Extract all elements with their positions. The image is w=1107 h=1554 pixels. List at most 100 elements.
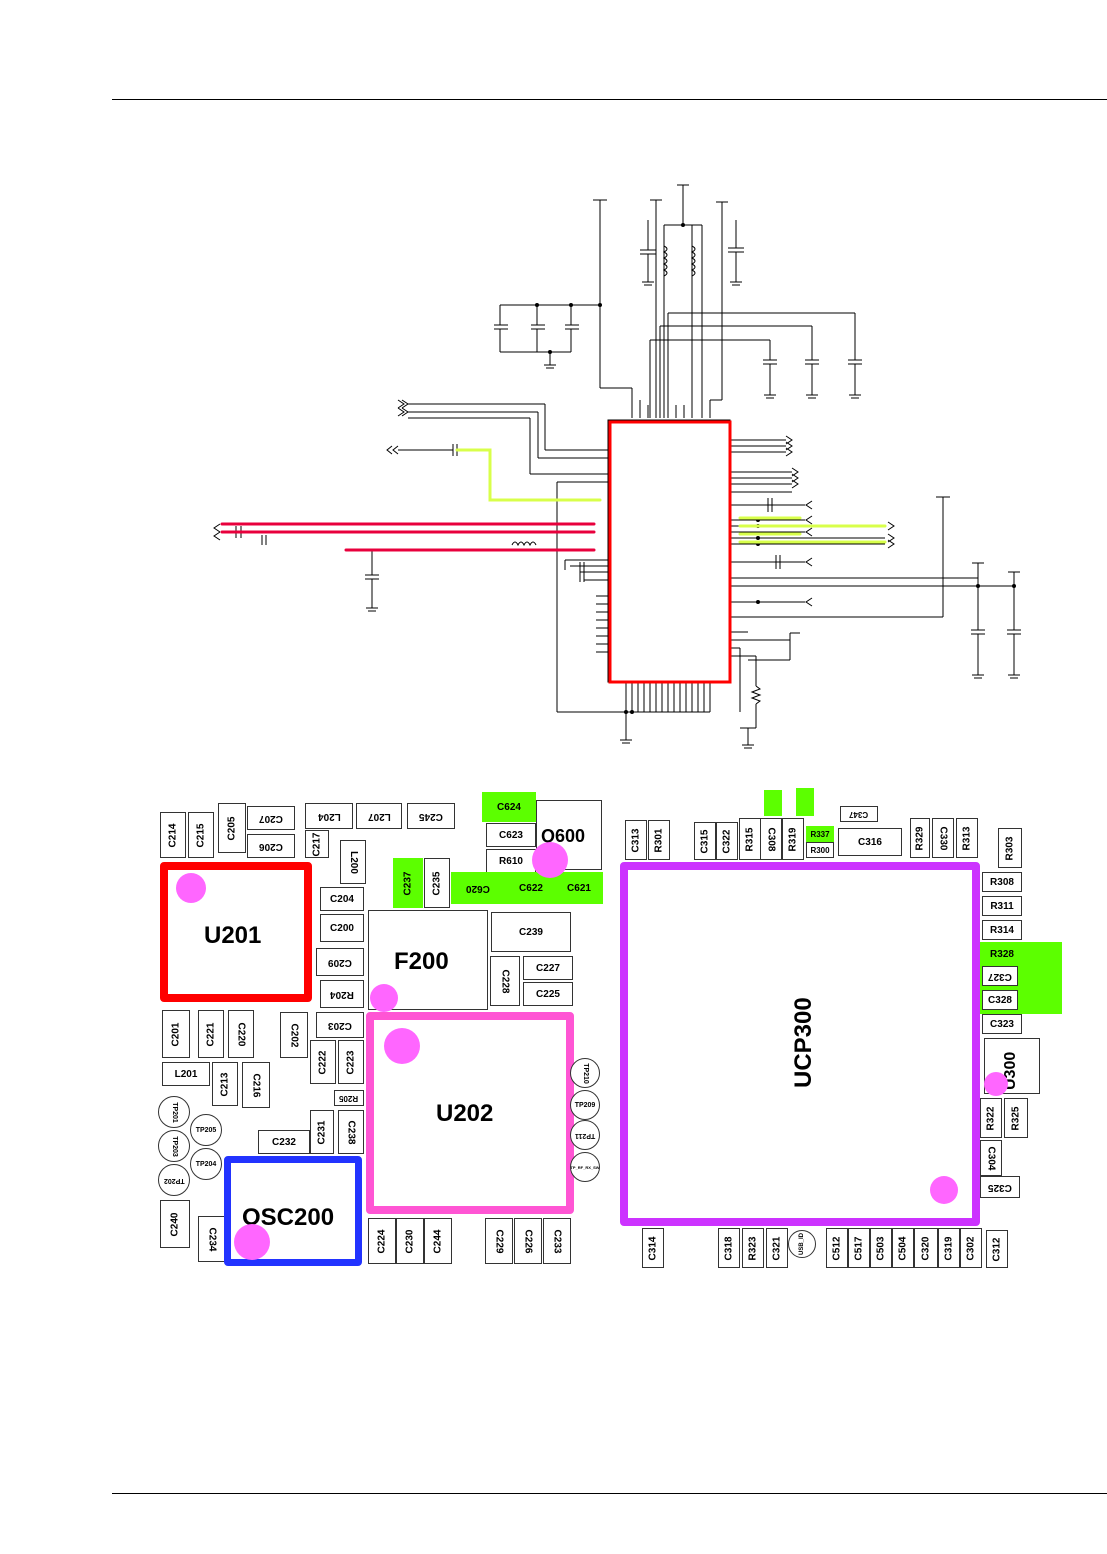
footer-rule <box>112 1493 1107 1494</box>
u202-outline <box>366 1012 574 1214</box>
pin1-dot-q600 <box>532 842 568 878</box>
part-c237: C237 <box>393 858 423 908</box>
part-c234: C234 <box>198 1216 226 1262</box>
part-c202: C202 <box>280 1012 308 1058</box>
part-r301: R301 <box>648 820 670 860</box>
part-r325: R325 <box>1004 1098 1028 1138</box>
tp205-pad: TP205 <box>190 1114 222 1146</box>
part-c217: C217 <box>305 830 329 858</box>
part-c328: C328 <box>982 990 1018 1010</box>
green-pad-top-a <box>764 790 782 816</box>
part-r204: R204 <box>320 980 364 1008</box>
part-r322: R322 <box>980 1098 1002 1138</box>
part-r337: R337 <box>806 826 834 842</box>
part-l201: L201 <box>162 1062 210 1086</box>
part-c216: C216 <box>242 1062 270 1108</box>
part-c323: C323 <box>982 1014 1022 1034</box>
part-c321: C321 <box>766 1228 788 1268</box>
part-r610: R610 <box>486 849 536 873</box>
part-c312: C312 <box>986 1230 1008 1268</box>
part-c215: C215 <box>188 812 214 858</box>
part-c622: C622 <box>519 882 543 894</box>
tp210-pad: TP210 <box>570 1058 600 1088</box>
part-c203: C203 <box>316 1012 364 1038</box>
part-c620: C620 <box>466 882 490 894</box>
tp204-pad: TP204 <box>190 1148 222 1180</box>
part-c214: C214 <box>160 812 186 858</box>
part-c230: C230 <box>396 1218 424 1264</box>
circuit-schematic <box>213 184 1021 749</box>
part-c623: C623 <box>486 823 536 847</box>
part-r303: R303 <box>998 828 1022 868</box>
part-c347: C347 <box>840 806 878 822</box>
part-r308: R308 <box>982 872 1022 892</box>
part-c207: C207 <box>247 806 295 830</box>
part-c223: C223 <box>338 1040 364 1084</box>
pin1-dot-u300 <box>984 1072 1008 1096</box>
pin1-dot-ucp300 <box>930 1176 958 1204</box>
usb-id-pad: USB_ID <box>788 1230 816 1258</box>
ucp300-outline <box>620 862 980 1226</box>
green-pad-top-b <box>796 788 814 816</box>
part-r328: R328 <box>990 948 1014 960</box>
part-c206: C206 <box>247 834 295 858</box>
part-c201: C201 <box>162 1010 190 1058</box>
part-l204: L204 <box>305 803 353 829</box>
osc200-outline <box>224 1156 362 1266</box>
part-c213: C213 <box>212 1062 238 1106</box>
tp201-pad: TP201 <box>158 1096 190 1128</box>
tp211-pad: TP211 <box>570 1120 600 1150</box>
part-c512: C512 <box>826 1228 848 1268</box>
part-c314: C314 <box>642 1228 664 1268</box>
pin1-dot-u201 <box>176 873 206 903</box>
part-r329: R329 <box>910 818 930 858</box>
q600-label: Q600 <box>541 826 586 846</box>
part-c235: C235 <box>424 858 450 908</box>
pin1-dot-u202 <box>384 1028 420 1064</box>
green-pad-c620-c621 <box>451 872 603 904</box>
part-c239: C239 <box>491 912 571 952</box>
tp-small-pad: TP_RF_RX_SW <box>570 1152 600 1182</box>
part-c204: C204 <box>320 887 364 911</box>
part-c308: C308 <box>760 818 782 860</box>
f200-label: F200 <box>394 948 449 975</box>
part-c233: C233 <box>543 1218 571 1264</box>
tp209-pad: TP209 <box>570 1090 600 1120</box>
part-c229: C229 <box>485 1218 513 1264</box>
pin1-dot-f200 <box>370 984 398 1012</box>
part-c238: C238 <box>338 1110 364 1154</box>
part-c304: C304 <box>980 1140 1002 1176</box>
pin1-dot-osc200 <box>234 1224 270 1260</box>
part-c200: C200 <box>320 914 364 942</box>
part-c330: C330 <box>932 818 954 858</box>
part-c227: C227 <box>523 956 573 980</box>
part-c327: C327 <box>982 966 1018 986</box>
ucp300-label: UCP300 <box>790 997 817 1088</box>
part-c225: C225 <box>523 982 573 1006</box>
part-c322: C322 <box>716 822 738 860</box>
part-c621: C621 <box>567 882 591 894</box>
part-r300: R300 <box>806 842 834 858</box>
part-c228: C228 <box>490 956 520 1006</box>
u201-label: U201 <box>204 922 262 949</box>
part-c220: C220 <box>228 1010 254 1058</box>
part-c224: C224 <box>368 1218 396 1264</box>
part-c222: C222 <box>310 1040 336 1084</box>
part-c517: C517 <box>848 1228 870 1268</box>
part-l200: L200 <box>340 840 366 884</box>
part-c232: C232 <box>258 1130 310 1154</box>
part-l207: L207 <box>356 803 402 829</box>
part-c318: C318 <box>718 1228 740 1268</box>
part-c209: C209 <box>316 948 364 976</box>
part-c315: C315 <box>694 822 716 860</box>
part-c319: C319 <box>938 1228 960 1268</box>
part-c325: C325 <box>980 1176 1020 1198</box>
part-c244: C244 <box>424 1218 452 1264</box>
part-r319: R319 <box>782 818 804 860</box>
part-c245: C245 <box>407 803 455 829</box>
part-c226: C226 <box>514 1218 542 1264</box>
header-rule <box>112 99 1107 100</box>
part-c240: C240 <box>160 1200 190 1248</box>
part-c205: C205 <box>218 803 246 853</box>
part-r311: R311 <box>982 896 1022 916</box>
